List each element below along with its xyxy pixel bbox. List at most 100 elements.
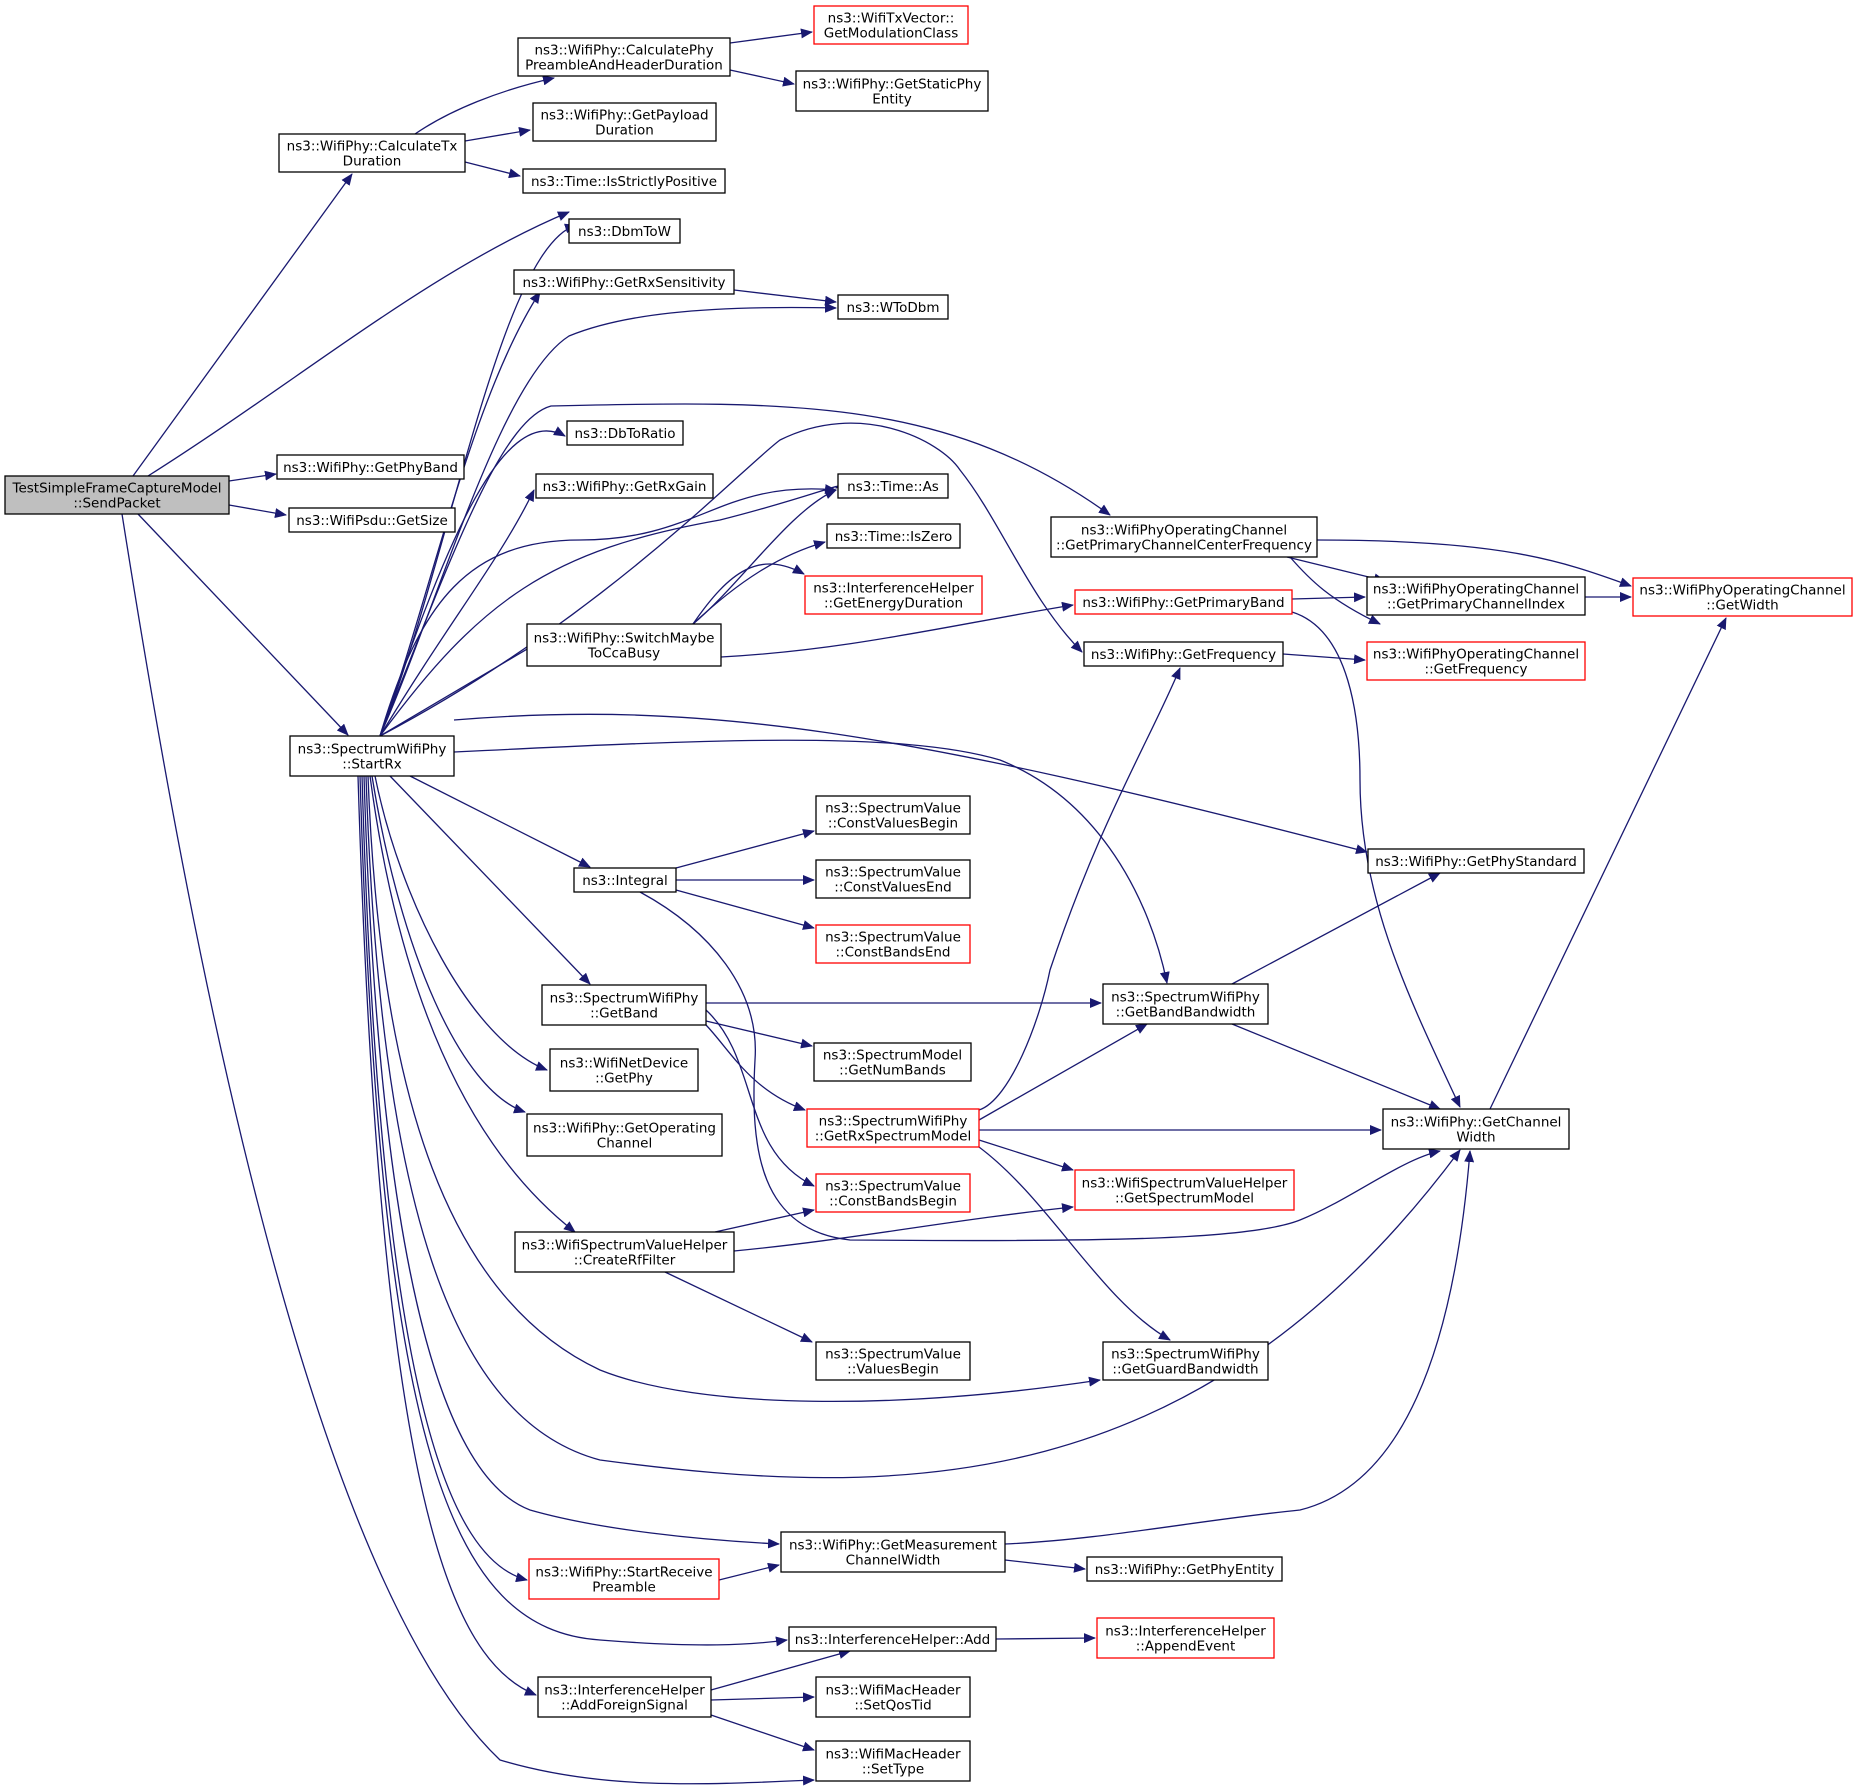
- call-edge-17: [1289, 556, 1381, 625]
- call-edge-33: [453, 739, 1170, 984]
- node-box: [788, 1626, 997, 1652]
- call-edge-8: [464, 161, 521, 179]
- node-bandBw[interactable]: ns3::SpectrumWifiPhy::GetBandBandwidth: [1102, 983, 1269, 1025]
- node-foreign[interactable]: ns3::InterferenceHelper::AddForeignSigna…: [537, 1676, 712, 1718]
- node-label: ns3::WifiPhyOperatingChannel: [1639, 583, 1845, 599]
- node-phyEntity[interactable]: ns3::WifiPhy::GetPhyEntity: [1086, 1556, 1283, 1582]
- node-label: ns3::WifiPhy::GetRxGain: [543, 479, 707, 495]
- node-numBands[interactable]: ns3::SpectrumModel::GetNumBands: [813, 1042, 972, 1082]
- node-dbToRatio[interactable]: ns3::DbToRatio: [566, 420, 684, 446]
- node-root[interactable]: TestSimpleFrameCaptureModel::SendPacket: [4, 475, 230, 515]
- node-rfFilter[interactable]: ns3::WifiSpectrumValueHelper::CreateRfFi…: [514, 1231, 735, 1273]
- node-label: ns3::WifiMacHeader: [825, 1747, 961, 1763]
- node-cvEnd[interactable]: ns3::SpectrumValue::ConstValuesEnd: [815, 859, 971, 899]
- node-dbmToW[interactable]: ns3::DbmToW: [568, 218, 681, 244]
- node-label: ns3::DbToRatio: [574, 426, 675, 442]
- node-specModel[interactable]: ns3::WifiSpectrumValueHelper::GetSpectru…: [1074, 1169, 1295, 1211]
- node-box: [528, 1558, 720, 1600]
- node-wToDbm[interactable]: ns3::WToDbm: [837, 294, 949, 320]
- node-box: [806, 1108, 980, 1148]
- node-primIndex[interactable]: ns3::WifiPhyOperatingChannel::GetPrimary…: [1366, 576, 1586, 616]
- node-psduSize[interactable]: ns3::WifiPsdu::GetSize: [288, 507, 456, 533]
- node-box: [278, 133, 466, 173]
- node-modClass[interactable]: ns3::WifiTxVector::GetModulationClass: [813, 5, 969, 45]
- call-edge-67: [718, 1562, 780, 1581]
- node-label: ns3::WifiPhy::CalculateTx: [287, 139, 458, 155]
- node-phyStd[interactable]: ns3::WifiPhy::GetPhyStandard: [1367, 848, 1585, 874]
- node-box: [568, 218, 681, 244]
- node-box: [837, 294, 949, 320]
- node-startRx[interactable]: ns3::SpectrumWifiPhy::StartRx: [289, 735, 455, 777]
- node-cvBegin[interactable]: ns3::SpectrumValue::ConstValuesBegin: [815, 795, 971, 835]
- call-edge-38: [369, 775, 576, 1233]
- node-netDevPhy[interactable]: ns3::WifiNetDevice::GetPhy: [549, 1048, 699, 1092]
- node-box: [288, 507, 456, 533]
- node-label: ns3::WifiTxVector::: [828, 11, 955, 27]
- node-qosTid[interactable]: ns3::WifiMacHeader::SetQosTid: [815, 1676, 971, 1718]
- node-guardBw[interactable]: ns3::SpectrumWifiPhy::GetGuardBandwidth: [1102, 1341, 1269, 1381]
- call-edge-51: [705, 1024, 806, 1111]
- node-box: [517, 37, 731, 77]
- node-box: [837, 473, 949, 499]
- node-integral[interactable]: ns3::Integral: [573, 867, 677, 893]
- node-label: ns3::InterferenceHelper: [544, 1683, 705, 1699]
- node-appendEv[interactable]: ns3::InterferenceHelper::AppendEvent: [1096, 1617, 1275, 1659]
- node-label: ns3::WifiNetDevice: [560, 1056, 688, 1072]
- node-box: [1367, 848, 1585, 874]
- node-label: Preamble: [592, 1580, 656, 1596]
- call-edge-61: [1489, 617, 1727, 1110]
- node-rxSens[interactable]: ns3::WifiPhy::GetRxSensitivity: [513, 269, 735, 295]
- node-box: [815, 924, 971, 964]
- node-label: ns3::WifiPhyOperatingChannel: [1373, 582, 1579, 598]
- node-rxModel[interactable]: ns3::SpectrumWifiPhy::GetRxSpectrumModel: [806, 1108, 980, 1148]
- node-label: ::SendPacket: [73, 496, 160, 512]
- node-label: ns3::Time::IsZero: [835, 529, 953, 545]
- call-edge-18: [1316, 539, 1632, 587]
- node-opWidth[interactable]: ns3::WifiPhyOperatingChannel::GetWidth: [1632, 577, 1853, 617]
- call-edge-57: [978, 1146, 1171, 1341]
- node-label: ns3::WifiPhy::StartReceive: [535, 1565, 712, 1581]
- call-edge-58: [1231, 872, 1441, 985]
- node-label: ns3::InterferenceHelper::Add: [795, 1632, 991, 1648]
- call-edge-14: [692, 489, 837, 625]
- node-timeAs[interactable]: ns3::Time::As: [837, 473, 949, 499]
- node-getBand[interactable]: ns3::SpectrumWifiPhy::GetBand: [541, 984, 707, 1026]
- node-ihAdd[interactable]: ns3::InterferenceHelper::Add: [788, 1626, 997, 1652]
- node-getFreq[interactable]: ns3::WifiPhy::GetFrequency: [1083, 641, 1284, 667]
- node-calcPhy[interactable]: ns3::WifiPhy::CalculatePhyPreambleAndHea…: [517, 37, 731, 77]
- node-rxGain[interactable]: ns3::WifiPhy::GetRxGain: [535, 473, 714, 499]
- node-label: ns3::SpectrumWifiPhy: [1111, 1347, 1260, 1363]
- node-label: ::GetWidth: [1706, 598, 1778, 614]
- node-cbBegin[interactable]: ns3::SpectrumValue::ConstBandsBegin: [815, 1173, 971, 1213]
- node-label: ns3::SpectrumWifiPhy: [1111, 990, 1260, 1006]
- node-label: GetModulationClass: [824, 26, 959, 42]
- node-primBand[interactable]: ns3::WifiPhy::GetPrimaryBand: [1074, 589, 1293, 615]
- call-edge-6: [414, 75, 555, 135]
- node-setType[interactable]: ns3::WifiMacHeader::SetType: [815, 1740, 971, 1782]
- node-cbEnd[interactable]: ns3::SpectrumValue::ConstBandsEnd: [815, 924, 971, 964]
- node-box: [1074, 1169, 1295, 1211]
- node-label: ::GetEnergyDuration: [824, 596, 963, 612]
- node-label: ns3::WifiPhy::GetPhyEntity: [1095, 1562, 1275, 1578]
- node-valBegin[interactable]: ns3::SpectrumValue::ValuesBegin: [815, 1341, 971, 1381]
- node-phyBand[interactable]: ns3::WifiPhy::GetPhyBand: [276, 454, 465, 480]
- node-energyDur[interactable]: ns3::InterferenceHelper::GetEnergyDurati…: [804, 575, 983, 615]
- node-label: ns3::InterferenceHelper: [1105, 1624, 1266, 1640]
- node-isZero[interactable]: ns3::Time::IsZero: [826, 523, 961, 549]
- call-nodes: TestSimpleFrameCaptureModel::SendPacketn…: [4, 5, 1853, 1782]
- node-strictPos[interactable]: ns3::Time::IsStrictlyPositive: [522, 168, 726, 194]
- node-primCenter[interactable]: ns3::WifiPhyOperatingChannel::GetPrimary…: [1050, 516, 1318, 558]
- node-label: ns3::SpectrumValue: [825, 1179, 961, 1195]
- node-opFreq[interactable]: ns3::WifiPhyOperatingChannel::GetFrequen…: [1366, 641, 1586, 681]
- node-box: [804, 575, 983, 615]
- node-box: [1102, 1341, 1269, 1381]
- node-box: [513, 269, 735, 295]
